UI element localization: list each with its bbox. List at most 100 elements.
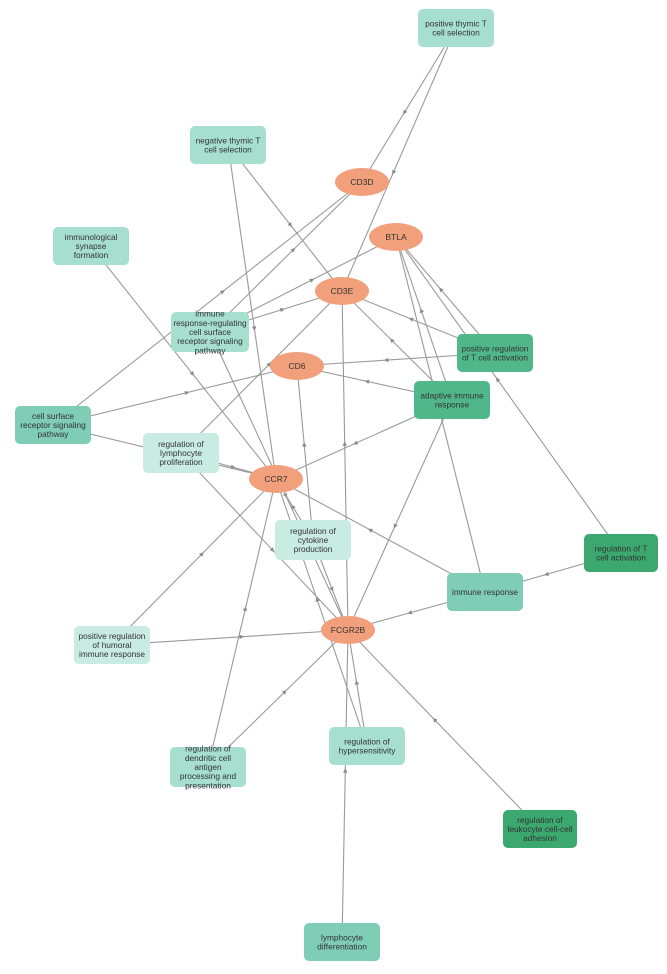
edge-arrowhead — [230, 464, 236, 469]
edge-lymph_prolif-FCGR2B — [180, 452, 349, 631]
edge-arrowhead — [287, 222, 293, 228]
term-box — [329, 727, 405, 765]
edge-arrowhead — [290, 247, 296, 253]
edge-arrowhead — [368, 528, 374, 533]
gene-ellipse — [249, 465, 303, 493]
term-label-line: presentation — [185, 780, 231, 790]
term-label-line: regulation of — [158, 439, 204, 449]
edge-arrowhead — [364, 379, 370, 384]
term-node-immune-resp[interactable]: immune response — [447, 573, 523, 611]
edge-arrowhead — [403, 109, 408, 115]
edge-arrowhead — [199, 552, 204, 557]
edge-arrowhead — [343, 768, 348, 773]
edge-neg_thymic-CCR7 — [227, 144, 277, 480]
term-label-line: cytokine — [298, 535, 329, 545]
gene-node-cd6[interactable]: CD6 — [270, 352, 324, 380]
term-label-line: negative thymic T — [196, 135, 261, 145]
term-label-line: regulation of — [344, 736, 390, 746]
term-box — [447, 573, 523, 611]
edge-arrowhead — [251, 326, 257, 331]
term-label-line: regulation of — [185, 744, 231, 754]
term-label-line: regulation of — [290, 526, 336, 536]
edge-cytokine-CD6 — [296, 365, 314, 541]
edge-arrowhead — [408, 317, 414, 322]
term-box — [53, 227, 129, 265]
edge-humoral-CCR7 — [111, 478, 277, 646]
edge-hypersens-CCR7 — [275, 478, 368, 747]
edge-neg_thymic-CD3E — [227, 144, 343, 292]
term-label-line: immune response — [79, 649, 145, 659]
edge-synapse-CCR7 — [90, 245, 277, 480]
term-label-line: immune — [195, 309, 225, 319]
term-label-line: cell surface — [32, 411, 74, 421]
edge-pos_tcell_act-BTLA — [395, 236, 496, 354]
gene-ellipse — [369, 223, 423, 251]
edge-arrowhead — [189, 371, 195, 376]
term-box — [457, 334, 533, 372]
edge-dendritic-FCGR2B — [207, 629, 349, 768]
gene-node-fcgr2b[interactable]: FCGR2B — [321, 616, 375, 644]
term-box — [15, 406, 91, 444]
term-label-line: cell surface — [189, 327, 231, 337]
term-label-line: regulation of — [517, 815, 563, 825]
gene-label: CCR7 — [264, 474, 287, 484]
term-label-line: production — [294, 544, 333, 554]
edge-dendritic-CCR7 — [207, 478, 277, 768]
edge-arrowhead — [279, 308, 285, 313]
gene-node-ccr7[interactable]: CCR7 — [249, 465, 303, 493]
term-box — [304, 923, 380, 961]
edge-arrowhead — [219, 289, 225, 295]
gene-node-btla[interactable]: BTLA — [369, 223, 423, 251]
term-label-line: proliferation — [159, 457, 203, 467]
edge-arrowhead — [353, 440, 359, 445]
gene-ellipse — [335, 168, 389, 196]
edges-layer — [52, 27, 622, 943]
term-label-line: immune response — [452, 587, 518, 597]
edge-arrowhead — [329, 586, 334, 592]
gene-node-cd3d[interactable]: CD3D — [335, 168, 389, 196]
edge-cell_surface-CD3D — [52, 181, 363, 426]
gene-node-cd3e[interactable]: CD3E — [315, 277, 369, 305]
term-box — [503, 810, 577, 848]
term-label-line: leukocyte cell-cell — [507, 824, 572, 834]
term-label-line: of humoral — [92, 640, 131, 650]
edge-arrowhead — [432, 717, 438, 723]
edge-arrowhead — [544, 571, 549, 576]
edge-adaptive-FCGR2B — [347, 399, 453, 631]
gene-ellipse — [321, 616, 375, 644]
gene-label: CD3E — [331, 286, 354, 296]
term-box — [170, 747, 246, 787]
edge-arrowhead — [281, 690, 287, 695]
edge-lymph_prolif-CD3E — [180, 290, 343, 454]
edge-arrowhead — [302, 442, 307, 447]
term-box — [190, 126, 266, 164]
edge-humoral-FCGR2B — [111, 629, 349, 646]
gene-label: CD6 — [288, 361, 305, 371]
term-label-line: cell activation — [596, 553, 646, 563]
term-box — [275, 520, 351, 560]
term-label-line: adaptive immune — [420, 390, 484, 400]
edge-arrowhead — [309, 278, 315, 283]
term-box — [171, 312, 249, 352]
term-label-line: differentiation — [317, 942, 367, 952]
term-label-line: receptor signaling — [177, 336, 243, 346]
term-label-line: immunological — [64, 232, 117, 242]
edge-arrowhead — [383, 357, 389, 363]
edge-cell_surface-CD6 — [52, 365, 298, 426]
